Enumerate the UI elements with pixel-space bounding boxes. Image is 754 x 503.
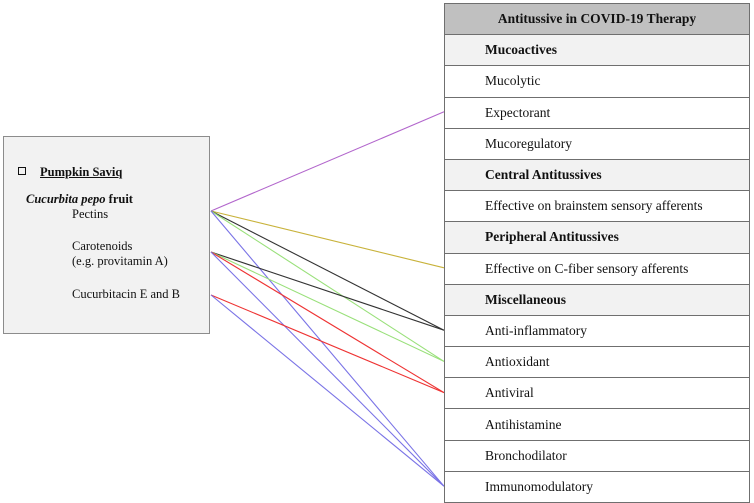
category-row: Peripheral Antitussives	[445, 222, 749, 254]
component-pectins: Pectins	[72, 207, 109, 221]
table-row: Mucoregulatory	[445, 128, 749, 160]
connection-line	[210, 210, 445, 487]
category-row: Miscellaneous	[445, 284, 749, 316]
table-row: Antiviral	[445, 378, 749, 410]
connection-line	[210, 210, 445, 269]
fruit-word: fruit	[108, 192, 133, 206]
table-row: Immunomodulatory	[445, 471, 749, 503]
pumpkin-saviq-title-text: Pumpkin Saviq	[40, 165, 123, 179]
fruit-scientific-name: Cucurbita pepo	[26, 192, 106, 206]
component-cucurbitacin: Cucurbitacin E and B	[72, 287, 180, 301]
category-row: Central Antitussives	[445, 159, 749, 192]
connection-line	[210, 251, 445, 487]
pumpkin-saviq-title: Pumpkin Saviq	[18, 165, 123, 180]
connection-line	[210, 210, 445, 331]
table-row: Anti-inflammatory	[445, 315, 749, 348]
component-carotenoids: Carotenoids (e.g. provitamin A)	[72, 239, 168, 268]
table-row: Expectorant	[445, 97, 749, 129]
pumpkin-saviq-box: Pumpkin Saviq Cucurbita pepo fruit Pecti…	[3, 136, 210, 334]
table-row: Antihistamine	[445, 409, 749, 441]
antitussive-table: Antitussive in COVID-19 Therapy Mucoacti…	[444, 3, 750, 503]
fruit-label: Cucurbita pepo fruit	[26, 192, 133, 207]
connection-line	[210, 294, 445, 487]
category-row: Mucoactives	[445, 35, 749, 67]
checkbox-square-icon	[18, 167, 26, 175]
table-row: Effective on brainstem sensory afferents	[445, 191, 749, 223]
table-row: Effective on C-fiber sensory afferents	[445, 253, 749, 285]
connection-line	[210, 210, 445, 362]
connection-line	[210, 251, 445, 331]
table-row: Antioxidant	[445, 347, 749, 379]
connection-line	[210, 111, 445, 212]
connection-line	[210, 251, 445, 394]
table-header: Antitussive in COVID-19 Therapy	[445, 4, 749, 36]
connection-line	[210, 251, 445, 362]
table-row: Bronchodilator	[445, 440, 749, 472]
connection-line	[210, 294, 445, 394]
table-row: Mucolytic	[445, 66, 749, 98]
